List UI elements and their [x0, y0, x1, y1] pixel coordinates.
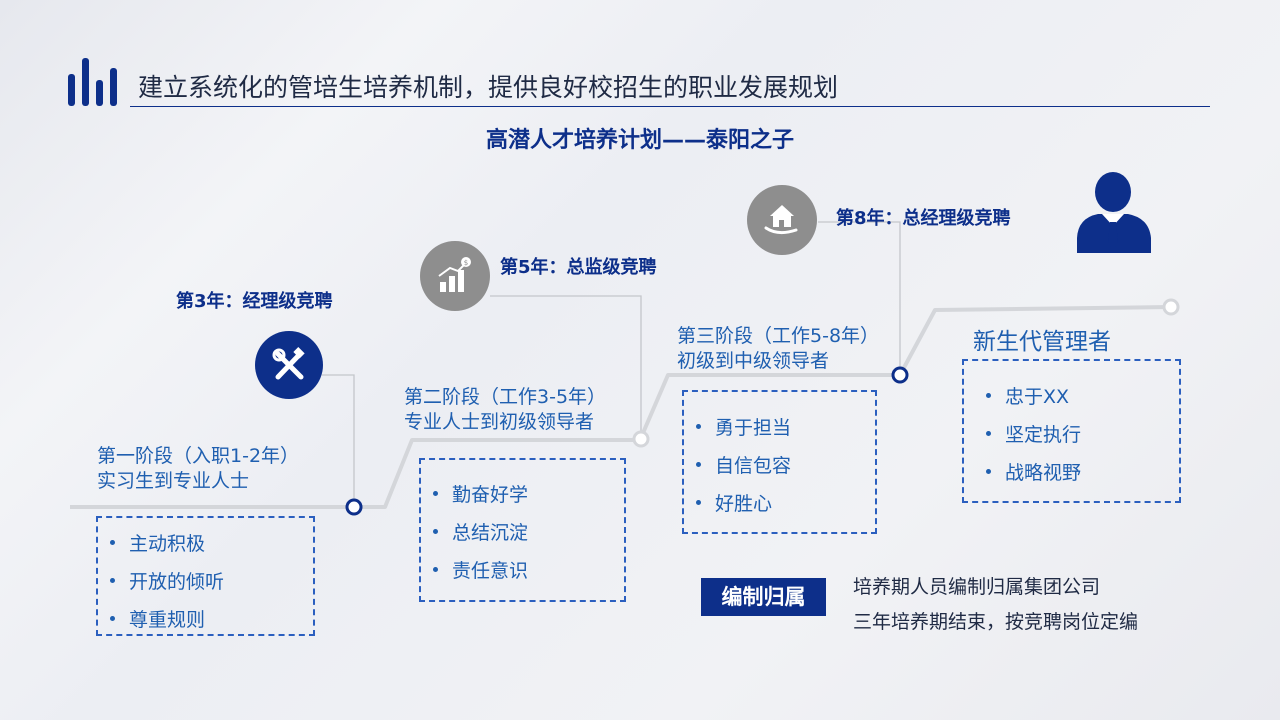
new-generation-manager-title: 新生代管理者: [973, 329, 1111, 355]
page-subtitle: 高潜人才培养计划——泰阳之子: [485, 128, 794, 153]
connector-line-1: [322, 374, 355, 500]
path-node-end: [1162, 298, 1180, 316]
list-item: 战略视野: [986, 454, 1179, 492]
path-node-2: [632, 430, 650, 448]
header-divider: [130, 106, 1210, 107]
list-item: 主动积极: [110, 525, 313, 563]
house-in-hand-icon: [747, 185, 817, 255]
stage-2-line1: 第二阶段（工作3-5年）: [404, 386, 607, 408]
milestone-label-year5: 第5年：总监级竞聘: [500, 257, 657, 278]
list-item: 开放的倾听: [110, 563, 313, 601]
list-item: 勤奋好学: [433, 476, 624, 514]
stage-3-line2: 初级到中级领导者: [677, 350, 830, 372]
list-item: 尊重规则: [110, 601, 313, 639]
stage-3-line1: 第三阶段（工作5-8年）: [677, 325, 880, 347]
stage-1-line1: 第一阶段（入职1-2年）: [97, 445, 300, 467]
svg-text:$: $: [464, 259, 468, 267]
stage-2-title: 第二阶段（工作3-5年） 专业人士到初级领导者: [404, 385, 606, 435]
stage-3-box: 勇于担当 自信包容 好胜心: [682, 390, 877, 534]
connector-line-2: [490, 295, 642, 432]
list-item: 坚定执行: [986, 416, 1179, 454]
list-item: 自信包容: [696, 447, 875, 485]
list-item: 好胜心: [696, 485, 875, 523]
org-affiliation-tag: 编制归属: [701, 578, 826, 616]
stage-1-box: 主动积极 开放的倾听 尊重规则: [96, 516, 315, 636]
stage-1-title: 第一阶段（入职1-2年） 实习生到专业人士: [97, 444, 299, 494]
list-item: 勇于担当: [696, 409, 875, 447]
org-affiliation-line1: 培养期人员编制归属集团公司: [853, 576, 1101, 598]
stage-1-line2: 实习生到专业人士: [97, 470, 250, 492]
logo-icon: [68, 58, 120, 108]
tools-icon: [255, 331, 323, 399]
path-node-1: [345, 498, 363, 516]
list-item: 责任意识: [433, 552, 624, 590]
path-node-3: [891, 366, 909, 384]
career-path-line: [70, 305, 1171, 509]
stage-2-box: 勤奋好学 总结沉淀 责任意识: [419, 458, 626, 602]
stage-4-box: 忠于XX 坚定执行 战略视野: [962, 359, 1181, 503]
stage-3-title: 第三阶段（工作5-8年） 初级到中级领导者: [677, 324, 879, 374]
milestone-label-year8: 第8年：总经理级竞聘: [836, 208, 1011, 229]
list-item: 总结沉淀: [433, 514, 624, 552]
growth-chart-icon: $: [420, 241, 490, 311]
milestone-label-year3: 第3年：经理级竞聘: [176, 291, 333, 312]
list-item: 忠于XX: [986, 378, 1179, 416]
org-affiliation-line2: 三年培养期结束，按竞聘岗位定编: [853, 611, 1139, 633]
stage-2-line2: 专业人士到初级领导者: [404, 411, 595, 433]
manager-person-icon: [1077, 172, 1151, 253]
connector-line-3: [818, 221, 901, 367]
page-title: 建立系统化的管培生培养机制，提供良好校招生的职业发展规划: [138, 73, 839, 102]
